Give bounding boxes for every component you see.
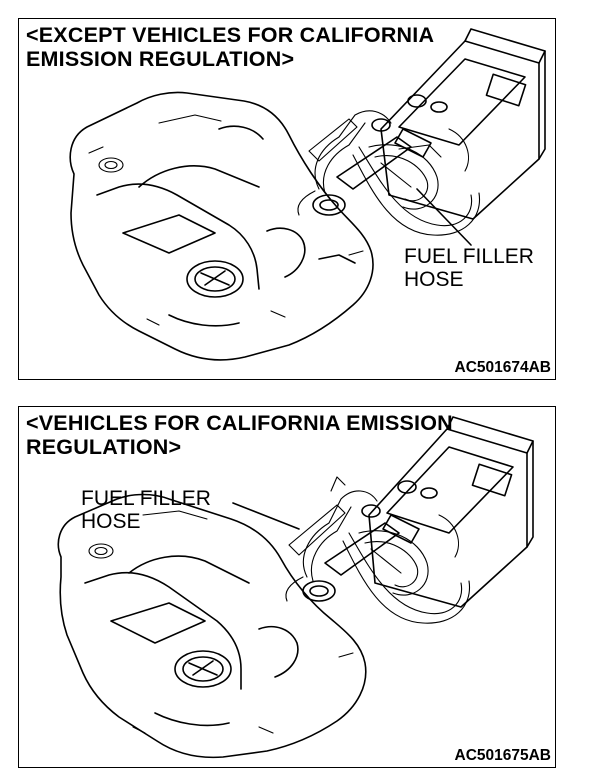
tester-hoses (297, 110, 481, 236)
panel-title: <EXCEPT VEHICLES FOR CALIFORNIA EMISSION… (26, 23, 435, 71)
callout-leader-line (416, 188, 472, 246)
fuel-filler-hose-label: FUEL FILLER HOSE (404, 245, 534, 291)
tester-gun (324, 514, 420, 576)
filler-neck (312, 194, 346, 216)
tester-case (371, 28, 546, 220)
fuel-tank-details (88, 510, 354, 734)
figure-code: AC501675AB (454, 747, 552, 764)
fuel-pump-flange (186, 260, 244, 298)
tester-hoses (285, 476, 471, 624)
tester-gun (336, 128, 432, 190)
filler-neck (302, 580, 336, 602)
fuel-tank-outline (57, 493, 367, 759)
diagram-panel-except-california: <EXCEPT VEHICLES FOR CALIFORNIA EMISSION… (18, 18, 556, 380)
fuel-pump-flange (174, 650, 232, 688)
fuel-filler-hose-label: FUEL FILLER HOSE (81, 487, 211, 533)
fuel-tank-tester-illustration (57, 416, 534, 759)
callout-leader-line (232, 502, 300, 530)
panel-title: <VEHICLES FOR CALIFORNIA EMISSION REGULA… (26, 411, 453, 459)
fuel-tank-outline (69, 91, 374, 361)
fuel-tank-details (88, 114, 364, 326)
tester-case (361, 416, 534, 608)
fuel-tank-tester-illustration (69, 28, 546, 361)
diagram-panel-california: <VEHICLES FOR CALIFORNIA EMISSION REGULA… (18, 406, 556, 768)
figure-code: AC501674AB (454, 359, 552, 376)
